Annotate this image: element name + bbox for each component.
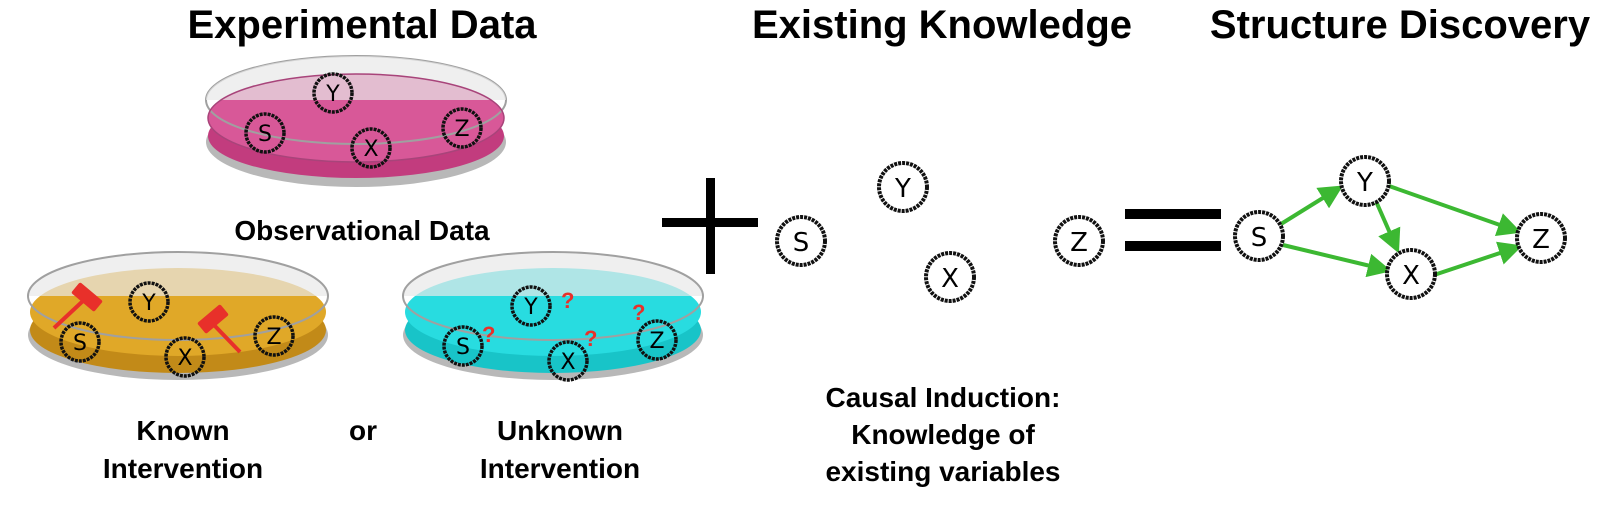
unknown-node-s: S ? (442, 322, 495, 367)
unknown-intervention-petri-dish (402, 251, 704, 380)
unknown-label-line1: Unknown (497, 415, 623, 446)
svg-text:S: S (73, 331, 87, 356)
graph-node-y: Y (1339, 155, 1391, 207)
causal-induction-line1: Causal Induction: (826, 382, 1061, 413)
known-label-line2: Intervention (103, 453, 263, 484)
svg-text:X: X (941, 264, 959, 294)
equals-sign-icon (1125, 209, 1221, 251)
svg-text:X: X (363, 137, 378, 162)
svg-text:Z: Z (1070, 228, 1088, 258)
observational-data-label: Observational Data (234, 215, 490, 246)
question-mark: ? (482, 322, 495, 347)
observational-node-x: X (350, 127, 392, 169)
causal-induction-line2: Knowledge of (851, 419, 1035, 450)
question-mark: ? (632, 300, 645, 325)
heading-existing-knowledge: Existing Knowledge (752, 3, 1132, 47)
graph-node-s: S (1233, 210, 1285, 262)
edge-s-to-x (1282, 243, 1392, 278)
unknown-label-line2: Intervention (480, 453, 640, 484)
known-node-x: X (164, 336, 206, 378)
known-intervention-petri-dish (27, 251, 329, 380)
edge-x-to-z (1433, 241, 1523, 277)
svg-text:Y: Y (1356, 168, 1373, 198)
question-mark: ? (561, 288, 574, 313)
graph-node-z: Z (1515, 212, 1567, 264)
svg-text:Z: Z (1532, 225, 1550, 255)
edge-y-to-z (1388, 184, 1522, 236)
question-mark: ? (584, 326, 597, 351)
svg-text:X: X (177, 346, 192, 371)
svg-text:S: S (456, 335, 470, 360)
known-label-line1: Known (136, 415, 229, 446)
svg-text:S: S (1251, 223, 1268, 253)
svg-text:Y: Y (325, 82, 340, 107)
svg-text:S: S (258, 122, 272, 147)
heading-experimental-data: Experimental Data (187, 3, 537, 47)
svg-text:S: S (793, 228, 810, 258)
existing-node-y: Y (877, 161, 929, 213)
graph-edges (1279, 184, 1523, 278)
hammer-icon (197, 304, 242, 354)
or-label: or (349, 415, 377, 446)
hammer-icon (52, 282, 103, 330)
existing-node-z: Z (1053, 215, 1105, 267)
edge-s-to-y (1279, 185, 1344, 226)
unknown-node-x: X ? (547, 326, 597, 382)
edge-y-to-x (1373, 198, 1401, 254)
known-node-s: S (59, 321, 101, 363)
svg-text:X: X (560, 350, 575, 375)
plus-sign-icon (662, 178, 758, 274)
existing-node-s: S (775, 215, 827, 267)
known-node-y: Y (128, 281, 170, 323)
heading-structure-discovery: Structure Discovery (1210, 3, 1591, 47)
svg-text:Y: Y (894, 174, 911, 204)
observational-node-z: Z (441, 107, 483, 149)
observational-node-y: Y (312, 72, 354, 114)
graph-node-x: X (1385, 248, 1437, 300)
svg-text:Y: Y (523, 295, 538, 320)
existing-node-x: X (924, 251, 976, 303)
known-node-z: Z (253, 315, 295, 357)
observational-petri-dish (205, 55, 507, 187)
svg-text:X: X (1402, 261, 1420, 291)
unknown-node-y: Y ? (510, 285, 574, 327)
unknown-node-z: Z ? (632, 300, 678, 361)
svg-text:Z: Z (266, 325, 281, 350)
svg-text:Z: Z (454, 117, 469, 142)
observational-node-s: S (244, 112, 286, 154)
svg-text:Z: Z (649, 329, 664, 354)
causal-induction-line3: existing variables (825, 456, 1060, 487)
svg-text:Y: Y (141, 291, 156, 316)
